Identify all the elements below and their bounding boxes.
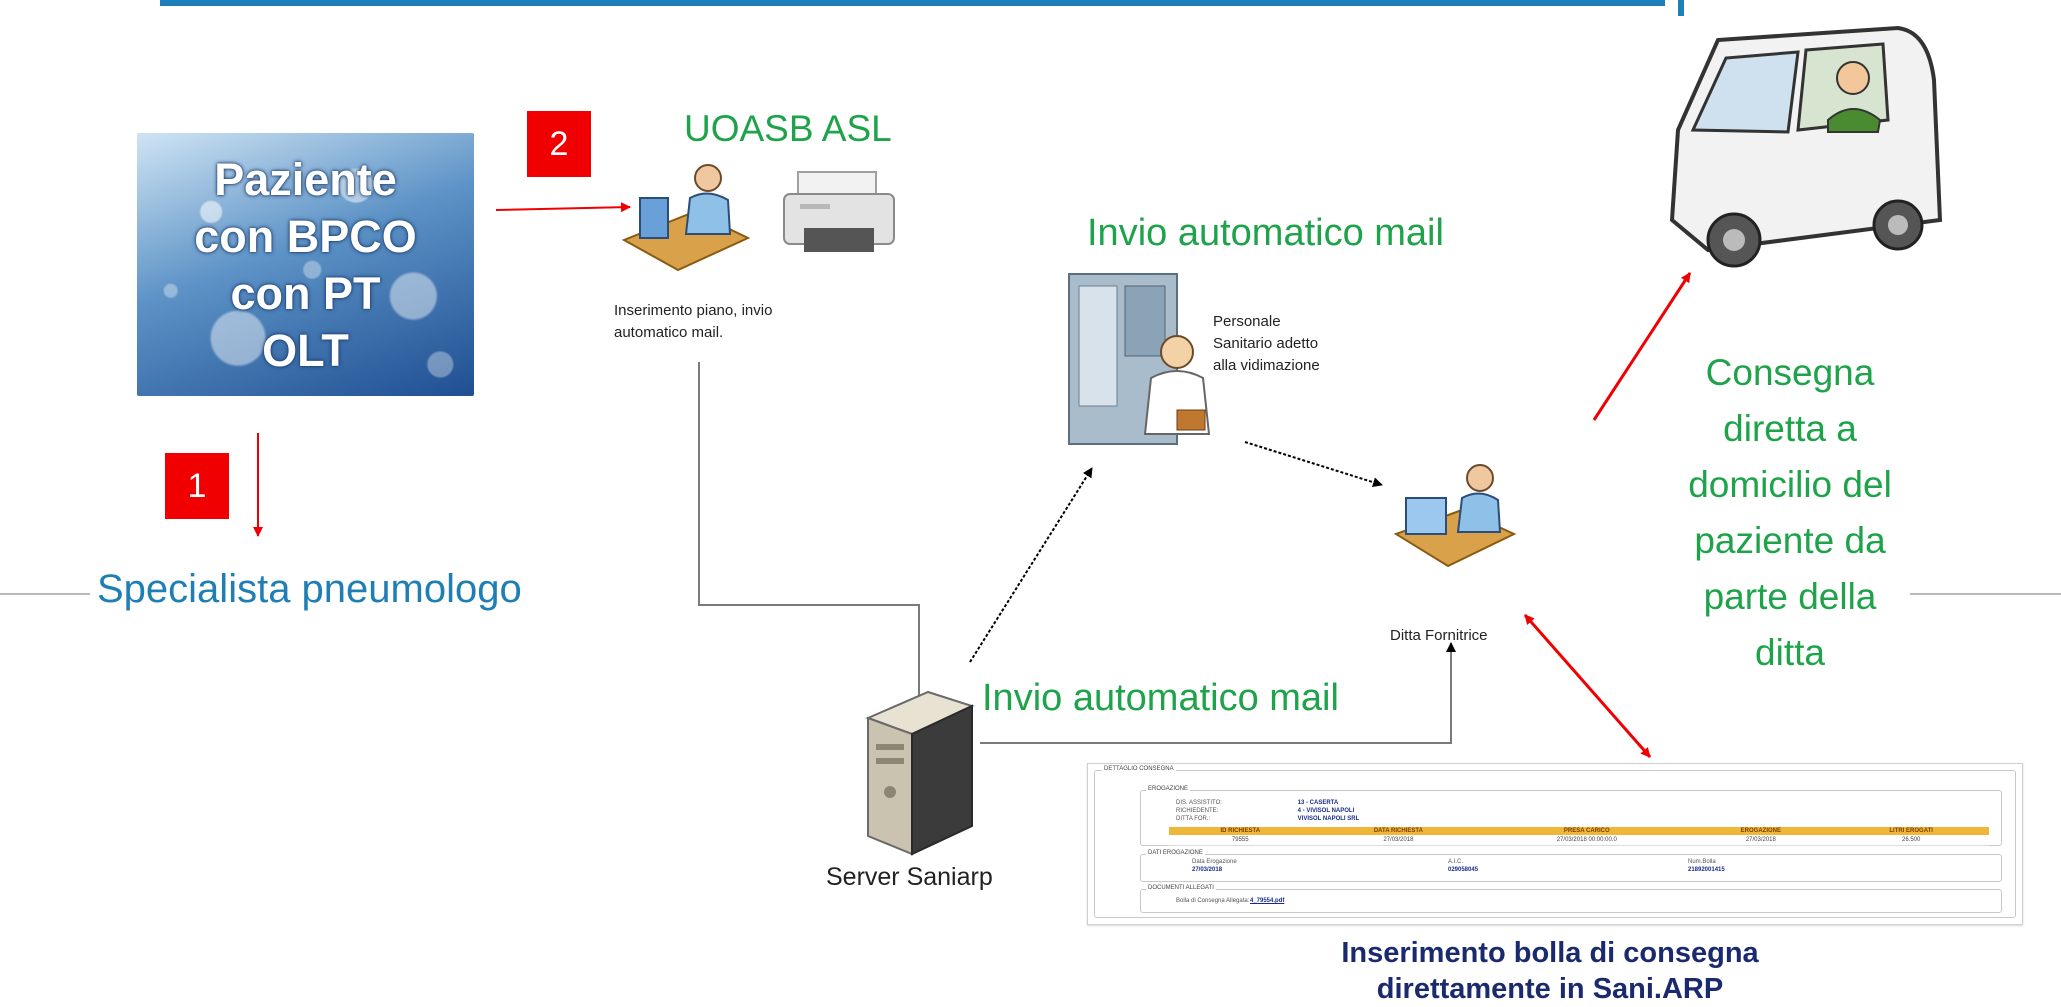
delivery-line: paziente da <box>1694 520 1886 561</box>
supplier-label: Ditta Fornitrice <box>1390 627 1488 644</box>
line-validation-supplier <box>1244 441 1383 488</box>
num-bolla-label: Num.Bolla <box>1688 859 1716 865</box>
arrow-to-van <box>1592 272 1692 421</box>
table-cell: 27/03/2018 <box>1688 835 1834 846</box>
table-header: DATA RICHIESTA <box>1311 827 1486 835</box>
delivery-detail-panel: DETTAGLIO CONSEGNA EROGAZIONE DIS. ASSIS… <box>1087 763 2023 925</box>
bolla-link[interactable]: 4_79554.pdf <box>1250 898 1285 904</box>
arrow-supplier-panel <box>1523 614 1652 758</box>
table-header: PRESA CARICO <box>1485 827 1689 835</box>
uoasb-note-line: Inserimento piano, invio <box>614 302 773 319</box>
erogazione-table: ID RICHIESTA DATA RICHIESTA PRESA CARICO… <box>1169 827 1989 846</box>
specialist-label: Specialista pneumologo <box>97 567 522 611</box>
field-row: DIS. ASSISTITO: 13 - CASERTA <box>1176 800 1338 806</box>
patient-line: con BPCO <box>194 211 417 262</box>
field-value: 4 - VIVISOL NAPOLI <box>1297 808 1355 814</box>
divider-left <box>0 593 90 595</box>
documenti-title: DOCUMENTI ALLEGATI <box>1146 885 1216 891</box>
validation-note-line: alla vidimazione <box>1213 357 1320 374</box>
patient-box: Paziente con BPCO con PT OLT <box>137 133 474 396</box>
data-erogazione-value: 27/03/2018 <box>1192 867 1223 873</box>
validation-note: Personale Sanitario adetto alla vidimazi… <box>1213 311 1320 377</box>
printer-icon <box>783 171 895 252</box>
workstation-icon <box>621 164 751 272</box>
delivery-van-icon <box>1669 25 1943 268</box>
server-mail-label: Invio automatico mail <box>982 677 1339 719</box>
erogazione-title: EROGAZIONE <box>1146 786 1191 792</box>
supplier-workstation-icon <box>1393 464 1517 568</box>
dati-frame <box>1140 854 2002 882</box>
field-row: RICHIEDENTE: 4 - VIVISOL NAPOLI <box>1176 808 1354 814</box>
validation-mail-label: Invio automatico mail <box>1087 212 1444 254</box>
caption-line: Inserimento bolla di consegna <box>1341 937 1759 969</box>
table-cell: 27/03/2018 <box>1311 835 1486 846</box>
server-label: Server Saniarp <box>826 863 993 891</box>
data-erogazione-label: Data Erogazione <box>1192 859 1237 865</box>
detail-title: DETTAGLIO CONSEGNA <box>1102 766 1176 772</box>
uoasb-title: UOASB ASL <box>684 108 892 149</box>
delivery-line: ditta <box>1755 632 1825 673</box>
panel-caption: Inserimento bolla di consegna direttamen… <box>1260 935 1840 1007</box>
delivery-line: domicilio del <box>1688 464 1892 505</box>
documenti-frame <box>1140 889 2002 913</box>
detail-frame <box>1094 770 2016 918</box>
num-bolla-value: 21892001415 <box>1688 867 1725 873</box>
line-uoasb-server <box>698 362 924 709</box>
table-cell: 79555 <box>1169 835 1312 846</box>
divider-right <box>1910 593 2061 595</box>
step-badge-2: 2 <box>527 111 591 177</box>
patient-line: OLT <box>262 325 349 376</box>
delivery-text: Consegna diretta a domicilio del pazient… <box>1640 345 1940 681</box>
validation-staff-icon <box>1068 273 1211 445</box>
dati-title: DATI EROGAZIONE <box>1146 850 1205 856</box>
field-row: DITTA FOR.: VIVISOL NAPOLI SRL <box>1176 816 1359 822</box>
delivery-line: Consegna <box>1705 352 1875 393</box>
header-rule <box>160 0 1665 6</box>
table-header: EROGAZIONE <box>1688 827 1834 835</box>
table-header: ID RICHIESTA <box>1169 827 1312 835</box>
aic-value: 029058045 <box>1448 867 1479 873</box>
uoasb-note: Inserimento piano, invio automatico mail… <box>614 300 772 344</box>
caption-line: direttamente in Sani.ARP <box>1376 973 1724 1005</box>
header-rule-end <box>1678 0 1684 16</box>
field-value: VIVISOL NAPOLI SRL <box>1297 816 1360 822</box>
patient-line: Paziente <box>214 154 397 205</box>
aic-label: A.I.C. <box>1448 859 1464 865</box>
server-icon <box>865 690 975 856</box>
step-badge-1: 1 <box>165 453 229 519</box>
table-cell: 27/03/2018 00:00:00.0 <box>1485 835 1689 846</box>
table-row: 79555 27/03/2018 27/03/2018 00:00:00.0 2… <box>1169 835 1989 846</box>
field-label: DITTA FOR.: <box>1176 816 1211 822</box>
table-header: LITRI EROGATI <box>1833 827 1989 835</box>
field-label: RICHIEDENTE: <box>1176 808 1219 814</box>
erogazione-frame <box>1140 790 2002 846</box>
arrow-to-uoasb <box>495 202 631 213</box>
bolla-label: Bolla di Consegna Allegata: <box>1176 898 1250 904</box>
delivery-line: diretta a <box>1723 408 1857 449</box>
line-server-validation <box>969 467 1093 663</box>
line-server-supplier <box>980 642 1456 744</box>
validation-note-line: Personale <box>1213 313 1281 330</box>
field-value: 13 - CASERTA <box>1297 800 1339 806</box>
delivery-line: parte della <box>1703 576 1877 617</box>
table-cell: 26.500 <box>1833 835 1989 846</box>
field-label: DIS. ASSISTITO: <box>1176 800 1222 806</box>
validation-note-line: Sanitario adetto <box>1213 335 1319 352</box>
patient-line: con PT <box>230 268 381 319</box>
uoasb-note-line: automatico mail. <box>614 324 724 341</box>
